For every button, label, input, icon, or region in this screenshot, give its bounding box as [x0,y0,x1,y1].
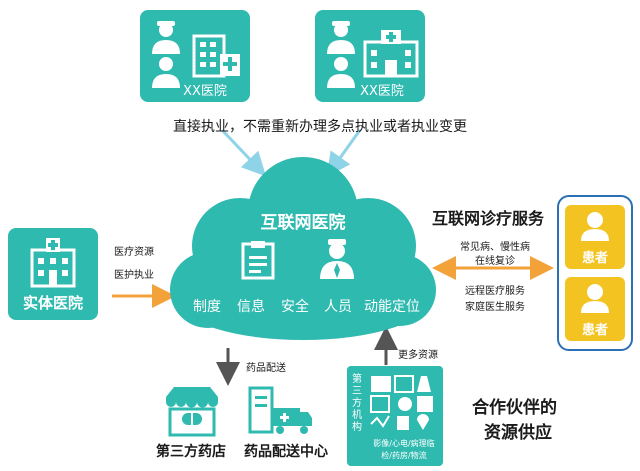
patient-card-2: 患者 [565,277,625,341]
patient-card-1: 患者 [565,205,625,269]
cloud-title: 互联网医院 [260,213,346,233]
facility-icons [370,375,433,430]
hospital-right-label: XX医院 [360,84,404,99]
left-flow-text-2: 医护执业 [114,270,154,281]
person-icon [581,284,609,313]
physical-hospital-label: 实体医院 [22,294,83,312]
doctor-icon [327,21,355,88]
arrow-left-hospital-to-cloud [220,128,267,177]
partner-line-1: 合作伙伴的 [472,398,557,418]
service-line-4: 家庭医生服务 [465,302,525,313]
third-party-bottom-1: 影像/心电/病理临 [373,439,435,448]
feature-anquan: 安全 [281,299,309,315]
cloud-shape [170,157,436,340]
distribution-label: 药品配送中心 [244,444,328,460]
service-line-3: 远程医疗服务 [465,286,525,297]
pharmacy-icon [166,387,218,437]
delivery-truck-icon [248,386,312,434]
physical-hospital-card: 实体医院 [8,228,98,320]
doctor-avatar-icon [320,239,354,279]
hospital-building-icon [192,34,240,78]
third-party-vertical-text: 第三方机构 [352,374,362,433]
hospital-card-right: XX医院 [315,10,425,102]
service-line-1: 常见病、慢性病 [460,242,530,253]
hospital-building-icon [363,30,419,78]
feature-zhidu: 制度 [193,299,221,315]
service-line-2: 在线复诊 [475,256,515,267]
hospital-card-left: XX医院 [140,10,250,102]
third-party-bottom-2: 检/药房/物流 [381,451,427,460]
arrow-right-hospital-to-cloud [326,129,362,177]
patient-label: 患者 [581,251,608,266]
top-note: 直接执业，不需重新办理多点执业或者执业变更 [173,119,467,135]
more-resources-note: 更多资源 [398,350,438,361]
clipboard-icon [241,241,275,280]
left-flow-text-1: 医疗资源 [114,247,154,258]
drug-delivery-note: 药品配送 [246,363,286,374]
doctor-icon [152,21,180,88]
feature-renyuan: 人员 [324,299,352,315]
partner-line-2: 资源供应 [484,423,552,443]
service-title: 互联网诊疗服务 [432,209,545,228]
pharmacy-label: 第三方药店 [156,444,226,460]
feature-xinxi: 信息 [237,299,265,315]
feature-dongneng: 动能定位 [364,299,420,315]
hospital-building-icon [30,238,76,288]
patients-panel: 患者 患者 [557,195,633,351]
third-party-box: 第三方机构 影像/心电/病理临 检/药房/物流 [347,366,443,466]
patient-label: 患者 [581,323,608,338]
person-icon [581,212,609,241]
hospital-left-label: XX医院 [183,84,227,99]
